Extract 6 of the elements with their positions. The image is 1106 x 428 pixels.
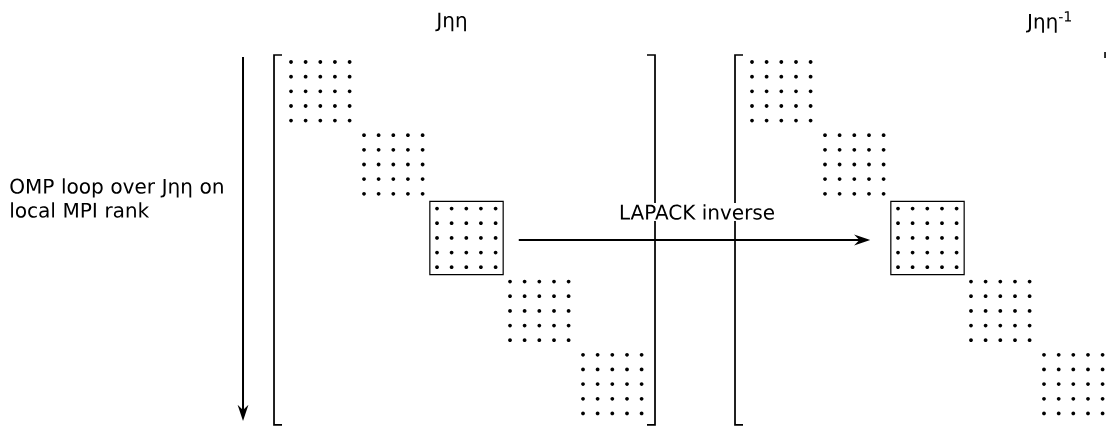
matrix-title: Jηη$^{-1}$ — [1026, 11, 1071, 33]
highlighted-block — [429, 200, 504, 276]
edge-label: LAPACK inverse — [620, 204, 774, 220]
matrix-title: Jηη — [435, 12, 466, 32]
highlighted-block — [890, 200, 965, 276]
loop-note: OMP loop over Jηη on local MPI rank — [10, 178, 223, 218]
